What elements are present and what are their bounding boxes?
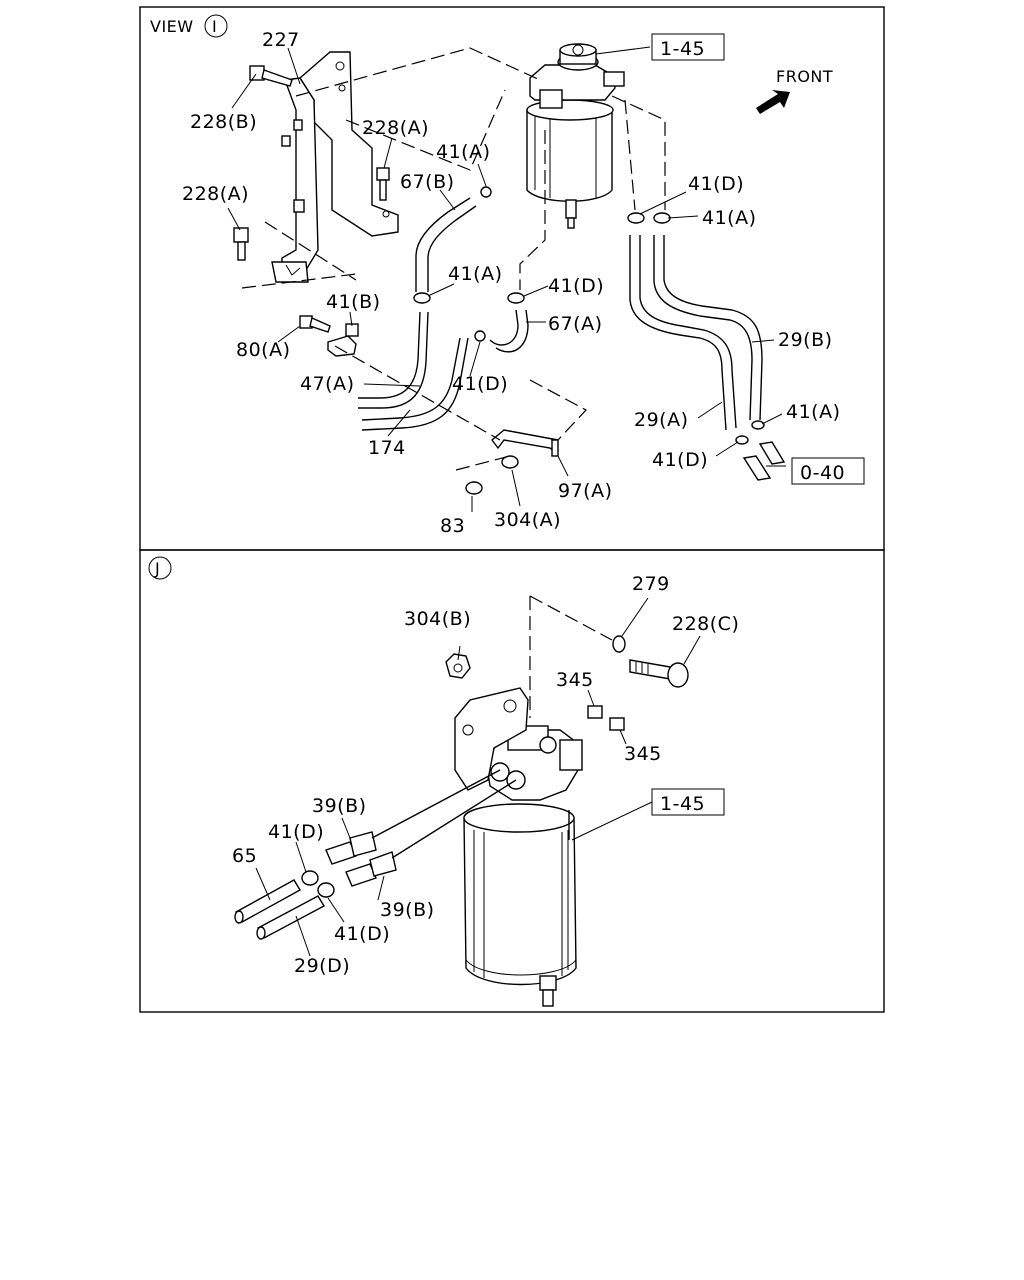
- label-228a-left: 228(A): [182, 183, 249, 205]
- washer-279: [612, 635, 626, 653]
- panel-j: J: [148, 556, 739, 1007]
- view-label: VIEW: [150, 17, 194, 36]
- ref-box-0-40: [791, 457, 865, 485]
- label-174: 174: [368, 437, 406, 459]
- label-29b: 29(B): [778, 329, 833, 351]
- front-arrow-icon: [756, 90, 790, 114]
- label-67a: 67(A): [548, 313, 603, 335]
- clamp-41a-right: [653, 212, 671, 224]
- hose-65: [234, 879, 301, 924]
- label-29a: 29(A): [634, 409, 689, 431]
- clamp-41d-low2: [735, 435, 749, 445]
- label-83: 83: [440, 515, 465, 537]
- label-39b-low: 39(B): [380, 899, 435, 921]
- panel-i: VIEW I: [150, 14, 865, 537]
- bolt-228a-left: [233, 227, 249, 261]
- bracket-97a: [491, 429, 559, 457]
- nut-bracket: [281, 119, 305, 213]
- view-circle-i-text: I: [212, 17, 217, 36]
- nut-304a: [501, 455, 519, 469]
- nut-304b: [445, 653, 471, 679]
- label-304a: 304(A): [494, 509, 561, 531]
- clamp-41d-low: [474, 330, 486, 342]
- label-228c: 228(C): [672, 613, 739, 635]
- bolt-228a-top: [376, 167, 390, 201]
- plug-345: [587, 705, 625, 731]
- label-47a: 47(A): [300, 373, 355, 395]
- hose-67b: [415, 197, 477, 292]
- clamp-41a-low: [751, 420, 765, 430]
- pipe-47a-174: [358, 311, 469, 431]
- label-345-a: 345: [556, 669, 594, 691]
- label-41a-top: 41(A): [436, 141, 491, 163]
- fuel-filter-large: [454, 687, 583, 1007]
- label-80a: 80(A): [236, 339, 291, 361]
- label-67b: 67(B): [400, 171, 455, 193]
- clamp-41a-top: [480, 186, 492, 198]
- clamp-41d-low: [317, 882, 335, 898]
- hose-29d: [256, 895, 325, 940]
- bolt-228b: [249, 65, 293, 87]
- clip-41b: [327, 323, 359, 357]
- nut-83: [465, 481, 483, 495]
- label-39b-top: 39(B): [312, 795, 367, 817]
- label-41d-low2: 41(D): [652, 449, 708, 471]
- label-41d-mid: 41(D): [548, 275, 604, 297]
- label-41d-right: 41(D): [688, 173, 744, 195]
- label-41d-top: 41(D): [268, 821, 324, 843]
- label-279: 279: [632, 573, 670, 595]
- label-41a-low: 41(A): [786, 401, 841, 423]
- clamp-41d-top: [301, 870, 319, 886]
- label-41a-right: 41(A): [702, 207, 757, 229]
- bracket-227: [271, 51, 399, 283]
- bolt-80a: [299, 315, 331, 333]
- label-0-40: 0-40: [800, 462, 845, 484]
- label-65: 65: [232, 845, 257, 867]
- label-29d: 29(D): [294, 955, 350, 977]
- label-228b: 228(B): [190, 111, 257, 133]
- panel-i-frame: [139, 6, 885, 551]
- label-front: FRONT: [776, 67, 833, 86]
- label-41b: 41(B): [326, 291, 381, 313]
- view-circle-j-text: J: [154, 559, 160, 578]
- label-1-45-top: 1-45: [660, 38, 705, 60]
- label-228a-top: 228(A): [362, 117, 429, 139]
- hose-67a: [489, 309, 529, 353]
- ref-box-1-45-large: [651, 788, 725, 816]
- label-227: 227: [262, 29, 300, 51]
- panel-j-frame: [139, 549, 885, 1013]
- fitting-39b: [325, 831, 397, 887]
- bolt-228c: [629, 659, 689, 688]
- label-41d-low: 41(D): [334, 923, 390, 945]
- pipe-0-40: [742, 441, 786, 481]
- view-circle-i: [204, 14, 228, 38]
- clamp-41d-right: [627, 212, 645, 224]
- hose-29a-29b: [629, 235, 763, 431]
- clamp-41d-mid: [507, 292, 525, 304]
- ref-box-1-45-top: [651, 33, 725, 61]
- fuel-filter-top: [526, 43, 625, 229]
- label-1-45-large: 1-45: [660, 793, 705, 815]
- label-41a-mid: 41(A): [448, 263, 503, 285]
- view-circle-j: [148, 556, 172, 580]
- label-97a: 97(A): [558, 480, 613, 502]
- label-41d-low: 41(D): [452, 373, 508, 395]
- label-345-b: 345: [624, 743, 662, 765]
- clamp-41a-mid: [413, 292, 431, 304]
- label-304b: 304(B): [404, 608, 471, 630]
